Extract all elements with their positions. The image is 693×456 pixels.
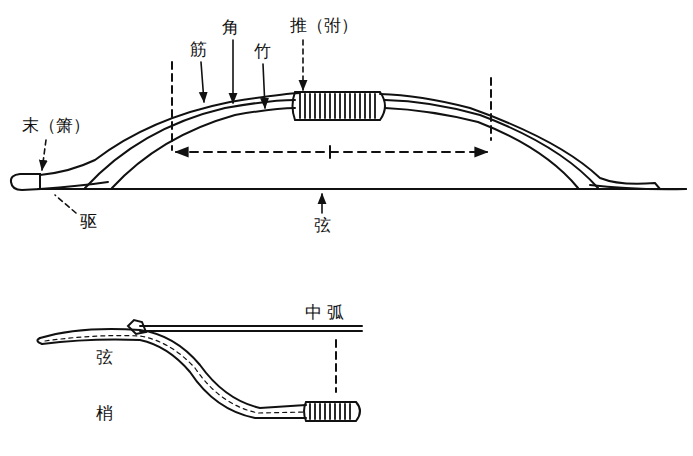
bow-siyah-core (45, 336, 306, 413)
part-label: 弦 (96, 348, 113, 367)
leader-line (232, 40, 234, 103)
grip-rib (344, 404, 346, 419)
grip-rib (309, 94, 311, 118)
bow-siyah (42, 340, 306, 419)
grip-rib (314, 404, 316, 419)
grip-rib (369, 94, 371, 118)
grip-rib (314, 94, 316, 118)
leader-line (42, 140, 46, 170)
bow-string (38, 188, 686, 190)
grip-rib (359, 94, 361, 118)
string-knot (128, 320, 146, 334)
leader-line (321, 194, 323, 213)
grip-rib (309, 404, 311, 419)
grip-rib (324, 94, 326, 118)
dash-line (171, 62, 173, 150)
bow-grip (304, 402, 360, 421)
part-label: 梢 (96, 404, 113, 423)
grip-rib (319, 94, 321, 118)
grip-rib (349, 94, 351, 118)
part-label: 中 弧 (305, 303, 344, 322)
bow-tip (37, 338, 42, 344)
part-label: 角 (222, 18, 239, 37)
grip-rib (339, 404, 341, 419)
dash-line (490, 78, 492, 140)
grip-rib (334, 94, 336, 118)
grip-rib (339, 94, 341, 118)
grip-rib (319, 404, 321, 419)
grip-rib (374, 94, 376, 118)
grip-rib (329, 404, 331, 419)
bow-tip (11, 174, 40, 190)
grip-rib (324, 404, 326, 419)
part-label: 推（弣） (290, 16, 358, 35)
grip-rib (349, 404, 351, 419)
grip-rib (329, 94, 331, 118)
center-tick (329, 146, 331, 158)
leader-line (55, 195, 76, 213)
leader-line (201, 62, 204, 102)
leader-line (302, 40, 304, 90)
bow-string (140, 325, 362, 327)
grip-rib (354, 94, 356, 118)
part-label: 末（箫） (22, 116, 90, 135)
part-label: 驱 (80, 212, 97, 231)
grip-rib (364, 94, 366, 118)
bow-limb-back (40, 93, 660, 189)
bow-limb-layer (85, 100, 598, 188)
bow-grip (293, 92, 386, 120)
bow-string (140, 330, 362, 332)
dash-line (335, 340, 337, 392)
part-label: 筋 (190, 40, 207, 59)
dimension-line (176, 151, 487, 153)
bow-limb-belly (40, 182, 686, 189)
grip-rib (334, 404, 336, 419)
part-label: 竹 (254, 42, 271, 61)
leader-line (263, 64, 265, 108)
grip-rib (344, 94, 346, 118)
grip-rib (304, 94, 306, 118)
part-label: 弦 (314, 216, 331, 235)
grip-rib (299, 94, 301, 118)
